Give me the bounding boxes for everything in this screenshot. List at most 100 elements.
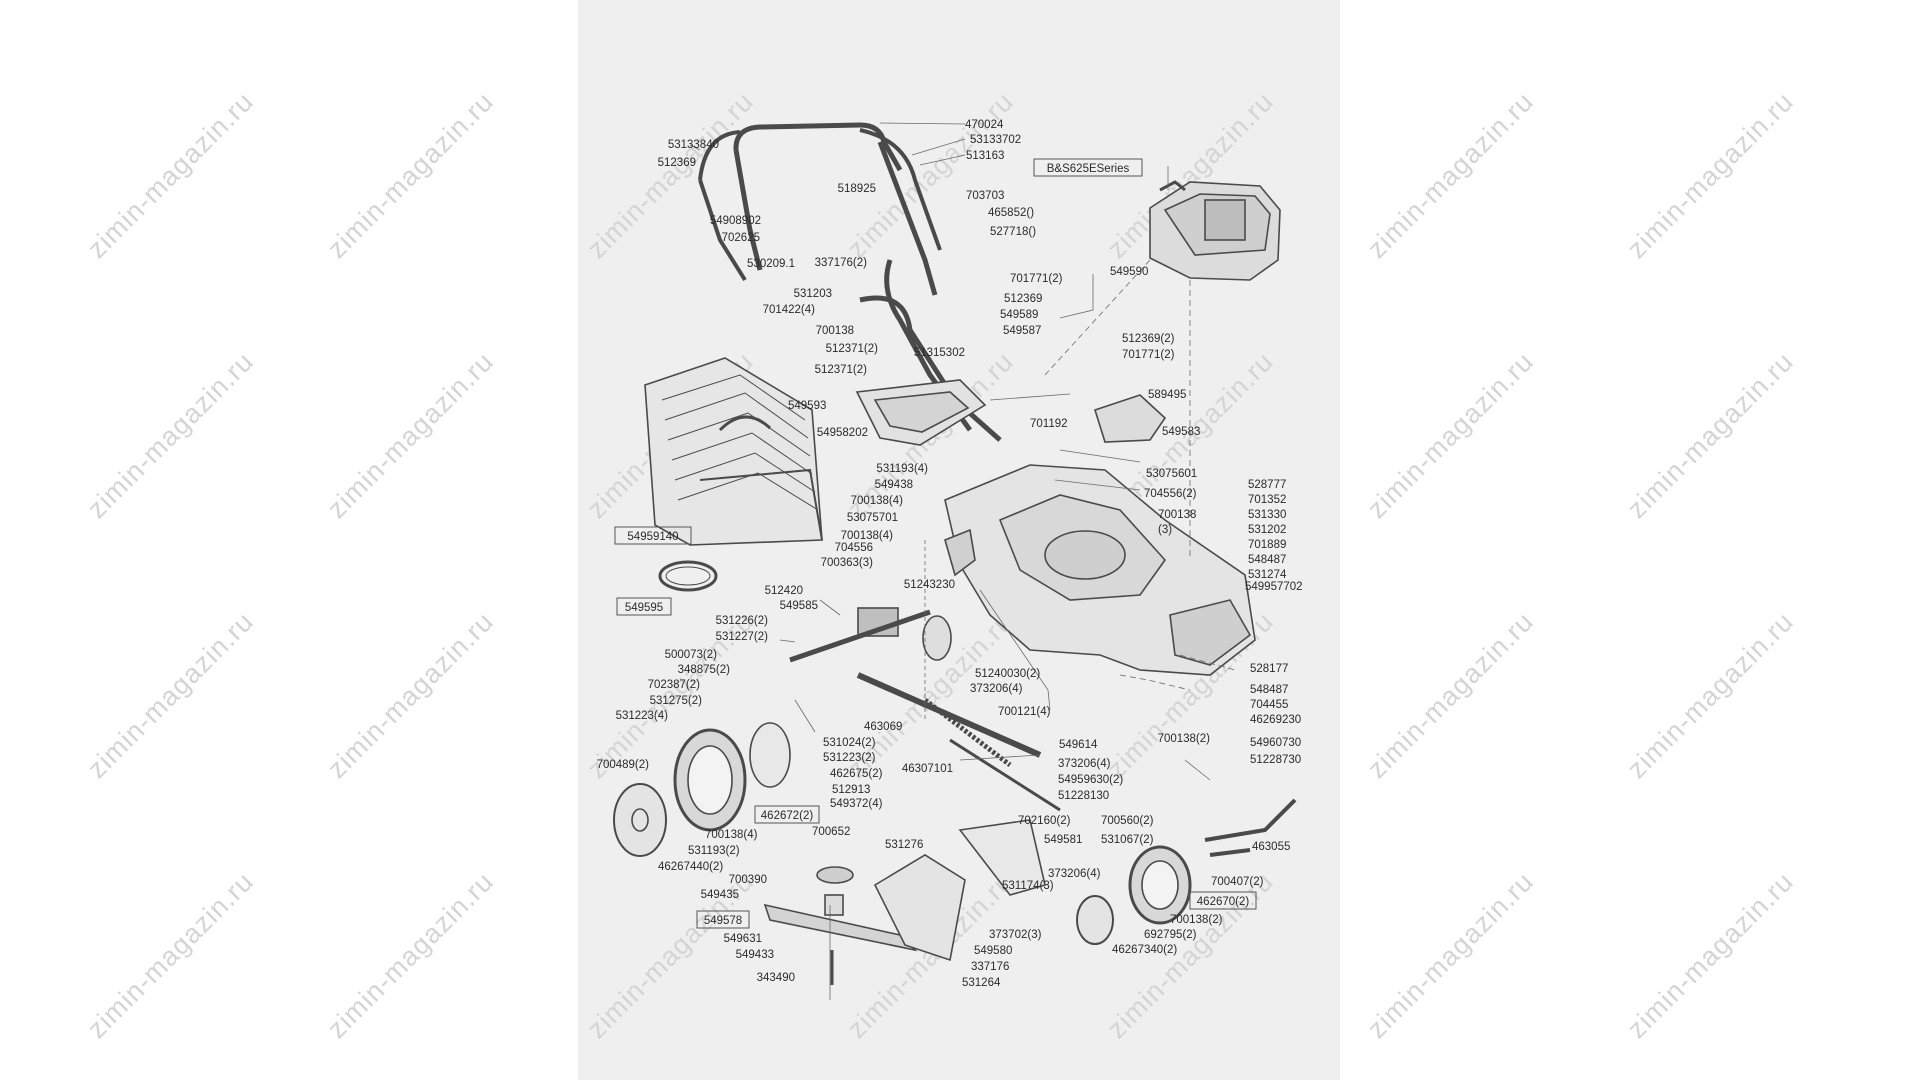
part-number-label: (3) (1158, 524, 1172, 536)
part-number-label: 51315302 (914, 347, 965, 359)
part-number-label: 46267340(2) (1112, 944, 1177, 956)
part-number-label: 531202 (1248, 524, 1286, 536)
part-number-label: 54958202 (817, 427, 868, 439)
part-number-label: 531193(2) (688, 845, 740, 857)
part-number-label: 549614 (1059, 739, 1098, 751)
part-number-label: 548487 (1248, 554, 1286, 566)
part-number-label: 337176 (971, 961, 1009, 973)
part-number-labels: 4700245313370251316353133840512369518925… (597, 119, 1303, 989)
grass-catcher-drawing (644, 357, 823, 546)
boxed-part-label: 54959140 (627, 531, 678, 543)
part-number-label: 531274 (1248, 569, 1287, 581)
front-axle-drawing (856, 672, 1061, 812)
part-number-label: 470024 (965, 119, 1004, 131)
part-number-label: 701889 (1248, 539, 1286, 551)
part-number-label: 700138(4) (705, 829, 758, 841)
wheel-bracket-drawing (1204, 798, 1297, 857)
part-number-label: 337176(2) (815, 257, 868, 269)
part-number-label: 513163 (966, 150, 1004, 162)
part-number-label: 51228130 (1058, 790, 1109, 802)
part-number-label: 512913 (832, 784, 870, 796)
part-number-label: 462675(2) (830, 768, 883, 780)
part-number-label: 348875(2) (678, 664, 731, 676)
part-number-label: 692795(2) (1144, 929, 1197, 941)
boxed-part-label: B&S625ESeries (1047, 163, 1130, 175)
part-number-label: 549581 (1044, 834, 1082, 846)
part-number-label: 549580 (974, 945, 1012, 957)
part-number-label: 512369 (658, 157, 696, 169)
part-number-label: 549590 (1110, 266, 1148, 278)
part-number-label: 512369 (1004, 293, 1042, 305)
part-number-label: 531330 (1248, 509, 1286, 521)
part-number-label: 700138(4) (841, 530, 894, 542)
part-number-label: 373206(4) (1058, 758, 1111, 770)
part-number-label: 549585 (780, 600, 818, 612)
part-number-label: 549372(4) (830, 798, 883, 810)
part-number-label: 46307101 (902, 763, 953, 775)
part-number-label: 700138(2) (1158, 733, 1211, 745)
mower-deck-drawing (944, 464, 1256, 676)
part-number-label: 700138(2) (1170, 914, 1223, 926)
part-number-label: 46267440(2) (658, 861, 723, 873)
part-number-label: 700138 (816, 325, 854, 337)
part-number-label: 531174(3) (1002, 880, 1054, 892)
part-number-label: 463069 (864, 721, 902, 733)
part-number-label: 700138(4) (851, 495, 904, 507)
boxed-part-label: 549578 (704, 915, 742, 927)
boxed-part-label: 549595 (625, 602, 663, 614)
part-drawings (613, 122, 1297, 985)
part-number-label: 700363(3) (821, 557, 874, 569)
part-number-label: 701192 (1030, 418, 1068, 430)
part-number-label: 701352 (1248, 494, 1286, 506)
part-number-label: 549438 (875, 479, 913, 491)
part-number-label: 518925 (838, 183, 876, 195)
part-number-label: 465852() (988, 207, 1034, 219)
part-number-label: 549583 (1162, 426, 1200, 438)
left-wheel-drawing (613, 722, 791, 857)
part-number-label: 549957702 (1245, 581, 1303, 593)
part-number-label: 53075601 (1146, 468, 1197, 480)
drive-belt-drawing (658, 560, 718, 592)
boxed-part-label: 462672(2) (761, 810, 814, 822)
part-number-label: 700652 (812, 826, 850, 838)
lower-handle-drawing (859, 259, 1002, 442)
part-number-label: 531227(2) (716, 631, 769, 643)
part-number-label: 701422(4) (763, 304, 816, 316)
part-number-label: 343490 (757, 972, 795, 984)
gearbox-drawing (789, 607, 952, 663)
part-number-label: 702387(2) (648, 679, 701, 691)
part-number-label: 527718() (990, 226, 1036, 238)
part-number-label: 548487 (1250, 684, 1288, 696)
part-number-label: 531024(2) (823, 737, 876, 749)
boxed-label-frames (614, 158, 1257, 929)
part-number-label: 702625 (722, 232, 760, 244)
part-number-label: 531067(2) (1101, 834, 1154, 846)
part-number-label: 531275(2) (650, 695, 703, 707)
part-number-label: 549589 (1000, 309, 1038, 321)
part-number-label: 512369(2) (1122, 333, 1175, 345)
part-number-label: 528177 (1250, 663, 1288, 675)
part-number-label: 373206(4) (970, 683, 1023, 695)
part-number-label: 531203 (794, 288, 832, 300)
part-number-label: 700560(2) (1101, 815, 1154, 827)
blade-drawing (763, 866, 918, 985)
part-number-label: 589495 (1148, 389, 1186, 401)
upper-handle-drawing (698, 122, 942, 296)
part-number-label: 702160(2) (1018, 815, 1071, 827)
part-number-label: 549433 (736, 949, 774, 961)
part-number-label: 701771(2) (1010, 273, 1063, 285)
part-number-label: 373206(4) (1048, 868, 1101, 880)
boxed-part-label: 462670(2) (1197, 896, 1250, 908)
part-number-label: 530209.1 (747, 258, 795, 270)
part-number-label: 701771(2) (1122, 349, 1175, 361)
part-number-label: 700121(4) (998, 706, 1051, 718)
part-number-label: 512371(2) (826, 343, 879, 355)
part-number-label: 700489(2) (597, 759, 650, 771)
part-number-label: 549435 (701, 889, 739, 901)
part-number-label: 531193(4) (876, 463, 928, 475)
part-number-label: 500073(2) (665, 649, 718, 661)
part-number-label: 512420 (765, 585, 803, 597)
part-number-label: 528777 (1248, 479, 1286, 491)
part-number-label: 704455 (1250, 699, 1288, 711)
